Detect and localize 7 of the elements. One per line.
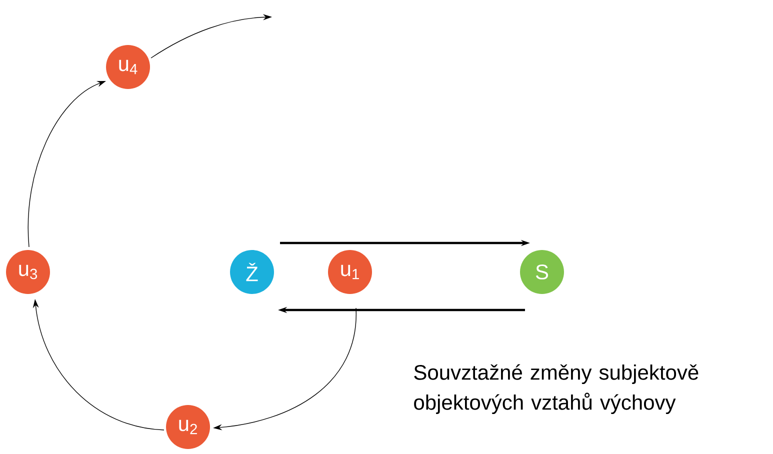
circle-node: S: [520, 250, 564, 294]
circle-node: u$_{3}$: [6, 250, 50, 294]
circle-node: Ž: [230, 250, 274, 294]
circle-node: u$_{4}$: [106, 45, 150, 89]
circle-node: u$_{2}$: [166, 405, 210, 449]
circle-node: u$_{1}$: [328, 250, 372, 294]
caption-text: Souvztažné změny subjektově objektových vztahů výchovy: [414, 364, 698, 414]
